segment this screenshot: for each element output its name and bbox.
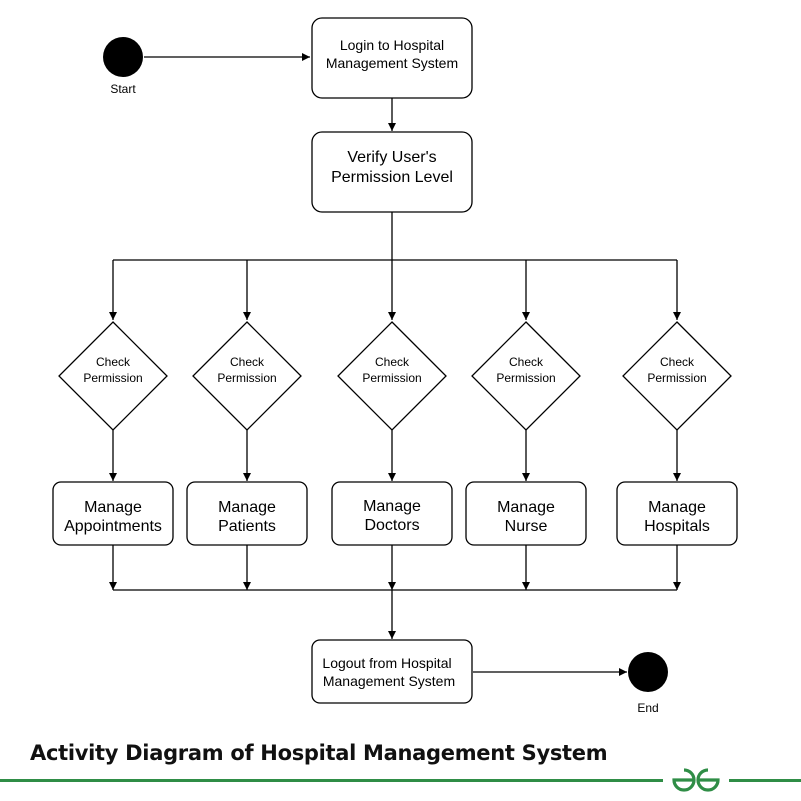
manage-text-4b: Nurse (505, 518, 548, 535)
manage-text-1b: Appointments (64, 518, 162, 535)
logout-text-line1: Logout from Hospital (322, 655, 451, 671)
end-node (628, 652, 668, 692)
manage-node-3 (331, 481, 453, 546)
decision-text-5b: Permission (647, 371, 706, 385)
login-text-line1: Login to Hospital (340, 37, 444, 53)
decision-node-1 (58, 321, 168, 431)
decision-node-4 (471, 321, 581, 431)
logout-node (311, 639, 473, 704)
verify-text-line2: Permission Level (331, 169, 453, 186)
login-node (311, 17, 473, 99)
manage-text-3b: Doctors (364, 517, 419, 534)
manage-text-4a: Manage (497, 499, 555, 516)
verify-node (311, 131, 473, 213)
decision-text-5a: Check (660, 355, 695, 369)
decision-text-4b: Permission (496, 371, 555, 385)
decision-node-2 (192, 321, 302, 431)
manage-text-5b: Hospitals (644, 518, 710, 535)
decision-text-1a: Check (96, 355, 131, 369)
start-node (103, 37, 143, 77)
manage-text-3a: Manage (363, 498, 421, 515)
logout-text-line2: Management System (323, 673, 455, 689)
decision-text-3b: Permission (362, 371, 421, 385)
decision-text-3a: Check (375, 355, 410, 369)
footer-line-left (0, 779, 663, 782)
footer-line-right (729, 779, 801, 782)
decision-text-1b: Permission (83, 371, 142, 385)
gfg-logo-icon (672, 768, 720, 792)
manage-node-5 (616, 481, 738, 546)
manage-node-2 (186, 481, 308, 546)
verify-text-line1: Verify User's (347, 149, 436, 166)
decision-node-5 (622, 321, 732, 431)
manage-node-1 (52, 481, 174, 546)
manage-text-2a: Manage (218, 499, 276, 516)
end-label: End (637, 701, 658, 715)
decision-text-2b: Permission (217, 371, 276, 385)
diagram-caption: Activity Diagram of Hospital Management … (30, 741, 608, 765)
decision-text-2a: Check (230, 355, 265, 369)
manage-text-5a: Manage (648, 499, 706, 516)
decision-text-4a: Check (509, 355, 544, 369)
manage-text-2b: Patients (218, 518, 276, 535)
manage-text-1a: Manage (84, 499, 142, 516)
start-label: Start (110, 82, 136, 96)
decision-node-3 (337, 321, 447, 431)
manage-node-4 (465, 481, 587, 546)
login-text-line2: Management System (326, 55, 458, 71)
